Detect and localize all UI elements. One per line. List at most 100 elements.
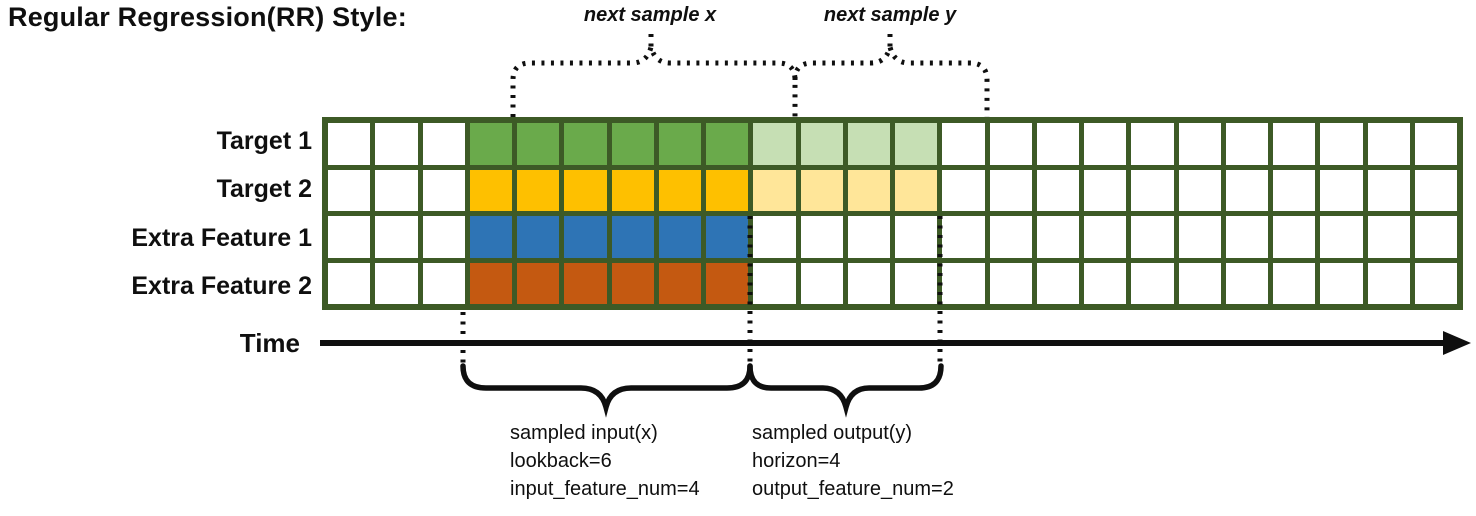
- grid-cell: [1273, 123, 1316, 165]
- grid-cell: [375, 123, 418, 165]
- grid-cell: [1036, 169, 1079, 211]
- grid-cell: [706, 262, 749, 304]
- grid-cell: [375, 169, 418, 211]
- grid-cell: [375, 262, 418, 304]
- grid-cell: [658, 169, 701, 211]
- grid-cell: [517, 169, 560, 211]
- grid-cell: [658, 262, 701, 304]
- grid-cell: [1131, 123, 1174, 165]
- next-sample-x-brace: [510, 46, 798, 117]
- grid-cell: [564, 216, 607, 258]
- next-sample-x-label: next sample x: [583, 4, 717, 26]
- grid-cell: [1225, 123, 1268, 165]
- grid-cell: [469, 169, 512, 211]
- grid-cell: [895, 216, 938, 258]
- grid-cell: [1414, 169, 1457, 211]
- grid-cell: [328, 169, 371, 211]
- grid-cell: [328, 262, 371, 304]
- grid-cell: [1367, 262, 1410, 304]
- output-feature-num-value: output_feature_num=2: [752, 478, 954, 500]
- input-feature-num-value: input_feature_num=4: [510, 478, 700, 500]
- grid-cell: [469, 123, 512, 165]
- grid-cell: [1084, 123, 1127, 165]
- time-series-grid: [322, 117, 1463, 310]
- grid-cell: [422, 123, 465, 165]
- grid-cell: [942, 169, 985, 211]
- grid-cell: [611, 216, 654, 258]
- grid-cell: [942, 123, 985, 165]
- grid-cell: [942, 262, 985, 304]
- sampled-output-title: sampled output(y): [752, 422, 913, 444]
- grid-cell: [847, 262, 890, 304]
- row-label-target-1: Target 1: [216, 127, 312, 155]
- grid-cell: [1225, 262, 1268, 304]
- sampled-input-brace: [460, 363, 753, 418]
- grid-cell: [564, 262, 607, 304]
- grid-cell: [1367, 216, 1410, 258]
- grid-cell: [658, 216, 701, 258]
- grid-cell: [706, 169, 749, 211]
- grid-cell: [611, 169, 654, 211]
- grid-cell: [564, 123, 607, 165]
- grid-cell: [1036, 216, 1079, 258]
- grid-cell: [1178, 123, 1221, 165]
- grid-cell: [800, 169, 843, 211]
- grid-cell: [611, 123, 654, 165]
- grid-cell: [989, 169, 1032, 211]
- grid-cell: [753, 169, 796, 211]
- grid-cell: [328, 123, 371, 165]
- grid-cell: [1036, 123, 1079, 165]
- sampled-input-note: sampled input(x) lookback=6 input_featur…: [510, 419, 700, 503]
- grid-cell: [422, 216, 465, 258]
- grid-cell: [517, 123, 560, 165]
- grid-cell: [1367, 123, 1410, 165]
- grid-cell: [1084, 169, 1127, 211]
- grid-cell: [1414, 216, 1457, 258]
- grid-cell: [1084, 262, 1127, 304]
- grid-cell: [1414, 123, 1457, 165]
- grid-cell: [1273, 216, 1316, 258]
- grid-cell: [469, 262, 512, 304]
- grid-cell: [753, 216, 796, 258]
- grid-cell: [1273, 262, 1316, 304]
- row-label-extra-feature-2: Extra Feature 2: [131, 272, 312, 300]
- grid-cell: [706, 216, 749, 258]
- next-sample-y-label: next sample y: [823, 4, 957, 26]
- horizon-value: horizon=4: [752, 450, 841, 472]
- grid-cell: [611, 262, 654, 304]
- grid-cell: [1084, 216, 1127, 258]
- grid-cell: [469, 216, 512, 258]
- grid-cell: [1225, 216, 1268, 258]
- grid-cell: [847, 169, 890, 211]
- grid-cell: [1178, 262, 1221, 304]
- grid-cell: [422, 262, 465, 304]
- grid-cell: [1367, 169, 1410, 211]
- grid-cell: [1320, 262, 1363, 304]
- grid-cell: [800, 123, 843, 165]
- grid-cell: [1178, 169, 1221, 211]
- row-label-target-2: Target 2: [216, 175, 312, 203]
- grid-cell: [895, 169, 938, 211]
- grid-cell: [1131, 169, 1174, 211]
- grid-cell: [800, 262, 843, 304]
- grid-cell: [422, 169, 465, 211]
- grid-cell: [1131, 216, 1174, 258]
- grid-cell: [517, 262, 560, 304]
- lookback-value: lookback=6: [510, 450, 612, 472]
- next-sample-y-brace: [792, 46, 990, 117]
- grid-cell: [753, 262, 796, 304]
- sampled-output-brace: [747, 363, 944, 418]
- grid-cell: [989, 216, 1032, 258]
- grid-cell: [895, 123, 938, 165]
- grid-cell: [895, 262, 938, 304]
- grid-cell: [753, 123, 796, 165]
- grid-cell: [328, 216, 371, 258]
- grid-cell: [1178, 216, 1221, 258]
- grid-cell: [517, 216, 560, 258]
- grid-cell: [1225, 169, 1268, 211]
- page-title: Regular Regression(RR) Style:: [8, 2, 407, 32]
- grid-cell: [1320, 123, 1363, 165]
- grid-cell: [847, 216, 890, 258]
- grid-cell: [375, 216, 418, 258]
